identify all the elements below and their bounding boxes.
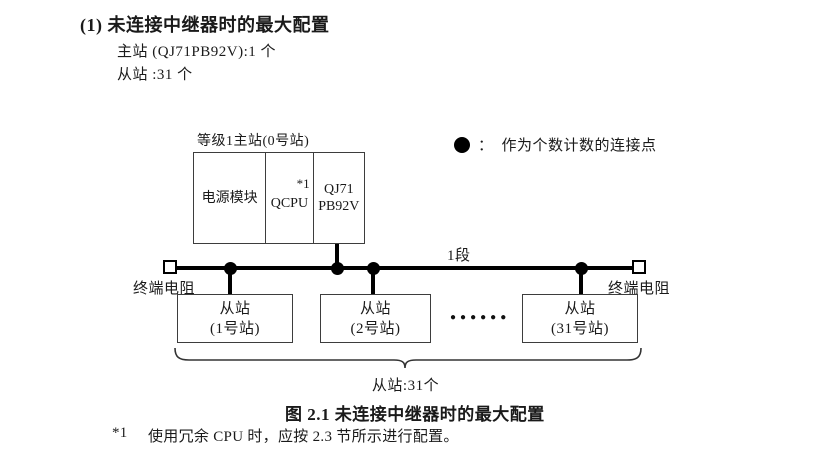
- figure-caption: 图 2.1 未连接中继器时的最大配置: [285, 405, 545, 424]
- legend-colon: ：: [478, 138, 494, 154]
- section-heading: (1) 未连接中继器时的最大配置: [80, 15, 330, 35]
- brace: [174, 347, 642, 369]
- network-module-line1: QJ71: [324, 182, 354, 197]
- segment-label: 1段: [447, 248, 471, 264]
- legend-text: 作为个数计数的连接点: [501, 138, 657, 154]
- slave31-line1: 从站: [564, 300, 596, 317]
- footnote-ref: *1: [112, 425, 128, 441]
- slave31-drop-line: [579, 270, 583, 295]
- terminator-right-icon: [632, 260, 646, 274]
- cpu-label: QCPU: [270, 195, 309, 211]
- master-station-label: 等级1主站(0号站): [197, 134, 310, 149]
- slave1-drop-line: [228, 270, 232, 295]
- slave2-drop-line: [371, 270, 375, 295]
- footnote-text: 使用冗余 CPU 时，应按 2.3 节所示进行配置。: [148, 429, 459, 445]
- slave2-line2: (2号站): [350, 320, 401, 337]
- brace-label: 从站:31个: [371, 378, 440, 394]
- connection-dot: [224, 262, 237, 275]
- connection-dot: [367, 262, 380, 275]
- connection-dot: [575, 262, 588, 275]
- cpu-cell: *1 QCPU: [265, 153, 312, 243]
- slave-count-line: 从站 :31 个: [117, 67, 193, 83]
- slave-box-1: 从站 (1号站): [177, 294, 293, 343]
- terminator-left-icon: [163, 260, 177, 274]
- terminator-right-label: 终端电阻: [608, 281, 671, 297]
- slave-box-31: 从站 (31号站): [522, 294, 638, 343]
- master-drop-line: [335, 244, 339, 270]
- master-station-box: 电源模块 *1 QCPU QJ71 PB92V: [193, 152, 365, 244]
- power-module-cell: 电源模块: [201, 190, 258, 206]
- master-count-line: 主站 (QJ71PB92V):1 个: [117, 44, 277, 60]
- terminator-left-label: 终端电阻: [133, 281, 196, 297]
- cpu-footnote-ref: *1: [296, 176, 310, 191]
- slave31-line2: (31号站): [551, 320, 609, 337]
- slave1-line2: (1号站): [210, 320, 260, 337]
- slave-box-2: 从站 (2号站): [320, 294, 431, 343]
- slave2-line1: 从站: [359, 300, 391, 317]
- connection-point-icon: [454, 136, 470, 153]
- connection-dot: [331, 262, 344, 275]
- ellipsis-dots: ●●●●●●: [450, 312, 511, 323]
- network-module-cell: QJ71 PB92V: [312, 153, 364, 243]
- network-module-line2: PB92V: [318, 199, 360, 214]
- slave1-line1: 从站: [219, 300, 251, 317]
- legend: ： 作为个数计数的连接点: [454, 134, 657, 155]
- bus-line: [172, 266, 636, 270]
